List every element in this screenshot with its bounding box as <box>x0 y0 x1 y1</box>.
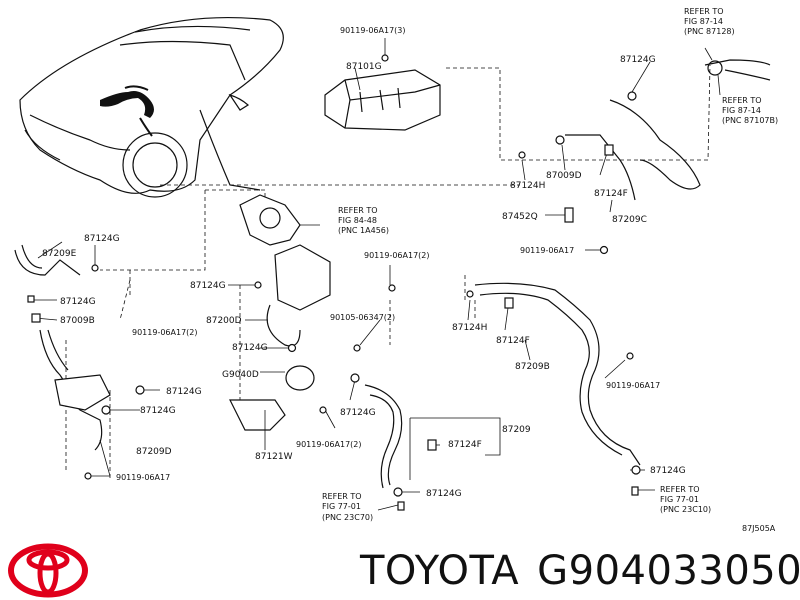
label-ref-77-01-a-3: (PNC 23C10) <box>660 505 711 514</box>
water-pump-assembly <box>229 194 331 431</box>
label-converter: 87101G <box>346 62 382 72</box>
label-ref-87-14-b-3: (PNC 87107B) <box>722 116 778 125</box>
label-ref-77-01-a-1: REFER TO <box>660 485 700 494</box>
label-ref-84-48-3: (PNC 1A456) <box>338 226 389 235</box>
label-clamp-d-top: 87009D <box>546 171 582 181</box>
label-hose-e: 87209E <box>42 249 77 259</box>
label-clip-mid: 87124G <box>190 281 226 291</box>
label-clip-left-lower1: 87124G <box>166 387 202 397</box>
label-screw-mid: 90105-06347(2) <box>330 313 395 322</box>
label-clamp-h-top: 87124H <box>510 181 545 191</box>
label-bolt-right-lower: 90119-06A17 <box>606 381 660 390</box>
label-bolt-mid-2: 90119-06A17(2) <box>364 251 430 260</box>
label-clamp-h-mid: 87124H <box>452 323 487 333</box>
label-ref-77-01-a-2: FIG 77-01 <box>660 495 699 504</box>
label-clip-left-e: 87124G <box>84 234 120 244</box>
label-clip-left-g: 87124G <box>60 297 96 307</box>
label-ref-87-14-a-2: FIG 87-14 <box>684 17 723 26</box>
label-bolt-bracket: 90119-06A17(2) <box>296 440 362 449</box>
label-ref-84-48-1: REFER TO <box>338 206 378 215</box>
label-clip-top-right: 87124G <box>620 55 656 65</box>
car-illustration <box>19 16 284 198</box>
label-hose-b: 87209B <box>515 362 550 372</box>
label-clip-pump: 87124G <box>232 343 268 353</box>
label-hose-d: 87209D <box>136 447 172 457</box>
label-bolt-left-2: 90119-06A17(2) <box>132 328 198 337</box>
label-bolt-top: 90119-06A17(3) <box>340 26 406 35</box>
drawing-code: 87J505A <box>742 524 776 533</box>
brand-part-number: TOYOTA G904033050 <box>360 548 800 594</box>
label-clip-bottom: 87124G <box>426 489 462 499</box>
toyota-logo <box>8 543 88 598</box>
label-ref-77-01-b-3: (PNC 23C70) <box>322 513 373 522</box>
label-bracket-w: 87121W <box>255 452 293 462</box>
label-ref-84-48-2: FIG 84-48 <box>338 216 377 225</box>
label-pump-g: G9040D <box>222 370 259 380</box>
label-clamp-left-b: 87009B <box>60 316 95 326</box>
label-bracket-q: 87452Q <box>502 212 538 222</box>
hoses <box>14 59 771 489</box>
part-labels: 90119-06A17(3) 87101G REFER TO FIG 87-14… <box>42 7 778 533</box>
label-bolt-left-low: 90119-06A17 <box>116 473 170 482</box>
label-clamp-f-low: 87124F <box>448 440 482 450</box>
brand-name: TOYOTA <box>360 548 520 594</box>
part-number: G904033050 <box>537 548 800 594</box>
leader-lines <box>30 38 721 511</box>
label-ref-87-14-b-2: FIG 87-14 <box>722 106 761 115</box>
label-clip-low-right: 87124G <box>650 466 686 476</box>
label-ref-77-01-b-1: REFER TO <box>322 492 362 501</box>
label-ref-87-14-a-1: REFER TO <box>684 7 724 16</box>
label-ref-77-01-b-2: FIG 77-01 <box>322 502 361 511</box>
label-bolt-right: 90119-06A17 <box>520 246 574 255</box>
fasteners <box>27 54 641 511</box>
label-clamp-f-top: 87124F <box>594 189 628 199</box>
label-clip-left-lower2: 87124G <box>140 406 176 416</box>
label-clamp-f-mid: 87124F <box>496 336 530 346</box>
label-pump-body: 87200D <box>206 316 242 326</box>
label-hose-main: 87209 <box>502 425 531 435</box>
label-hose-c: 87209C <box>612 215 647 225</box>
label-ref-87-14-b-1: REFER TO <box>722 96 762 105</box>
label-clip-bracket: 87124G <box>340 408 376 418</box>
label-ref-87-14-a-3: (PNC 87128) <box>684 27 735 36</box>
inverter-assembly <box>324 69 441 131</box>
